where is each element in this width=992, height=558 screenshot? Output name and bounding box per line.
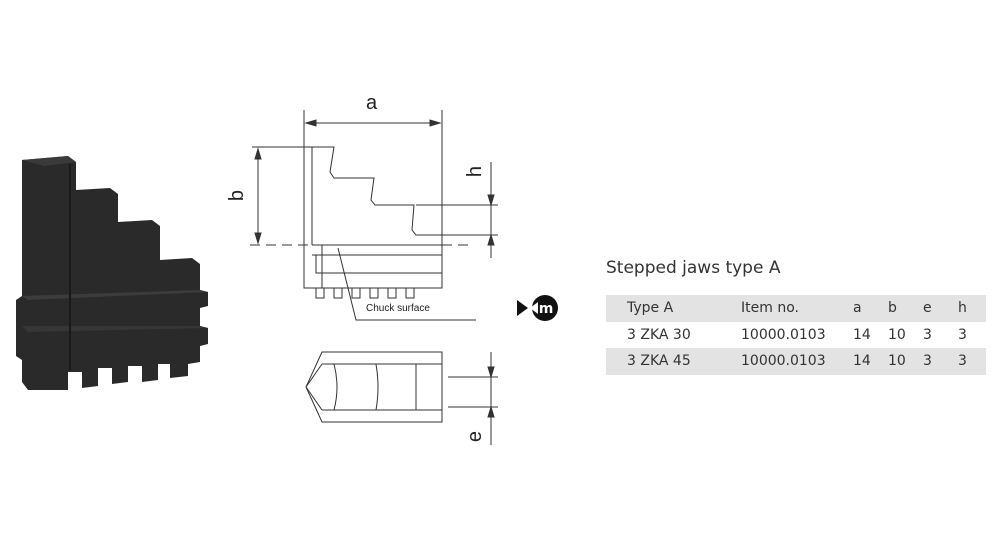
cell-a: 14 <box>853 353 871 370</box>
cell-a: 14 <box>853 326 871 343</box>
technical-drawing <box>250 110 498 445</box>
header-type: Type A <box>627 300 674 317</box>
cell-h: 3 <box>958 326 967 343</box>
dim-b-label: b <box>226 189 249 202</box>
svg-text:m: m <box>539 301 554 317</box>
cell-type: 3 ZKA 30 <box>627 326 691 343</box>
cell-type: 3 ZKA 45 <box>627 353 691 370</box>
cell-item-no: 10000.0103 <box>741 353 826 370</box>
table-header-row: Type A Item no. a b e h <box>606 295 986 322</box>
header-item-no: Item no. <box>741 300 799 317</box>
header-a: a <box>853 300 862 317</box>
cell-b: 10 <box>888 353 906 370</box>
cell-h: 3 <box>958 353 967 370</box>
table-row: 3 ZKA 45 10000.0103 14 10 3 3 <box>606 348 986 375</box>
section-title: Stepped jaws type A <box>606 258 781 278</box>
dim-a-label: a <box>366 92 378 114</box>
header-h: h <box>958 300 967 317</box>
dim-h-label: h <box>464 165 487 178</box>
header-e: e <box>923 300 932 317</box>
cell-b: 10 <box>888 326 906 343</box>
cell-item-no: 10000.0103 <box>741 326 826 343</box>
chuck-surface-label: Chuck surface <box>366 303 430 314</box>
machining-symbol-icon: m <box>517 295 558 321</box>
table-row: 3 ZKA 30 10000.0103 14 10 3 3 <box>606 322 986 349</box>
stepped-jaw-render <box>16 156 208 390</box>
jaws-table: Type A Item no. a b e h 3 ZKA 30 10000.0… <box>606 295 986 375</box>
dim-e-label: e <box>464 430 487 443</box>
cell-e: 3 <box>923 353 932 370</box>
cell-e: 3 <box>923 326 932 343</box>
header-b: b <box>888 300 897 317</box>
